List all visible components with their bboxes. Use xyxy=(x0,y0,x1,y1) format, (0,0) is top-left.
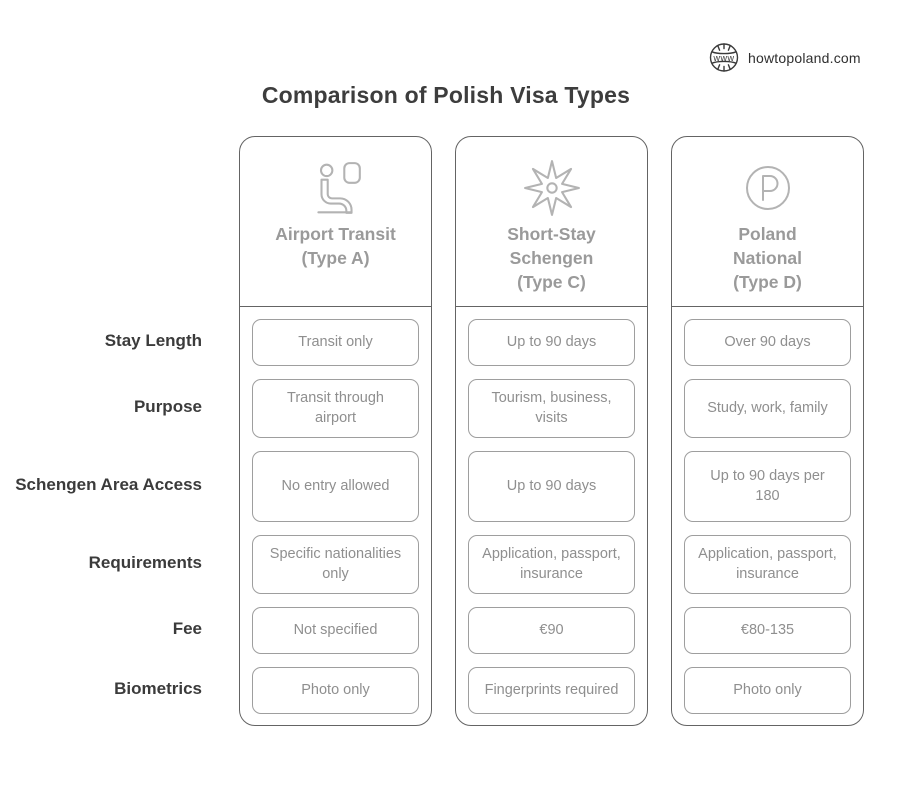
column-title-line: Poland xyxy=(738,224,797,244)
site-logo: www howtopoland.com xyxy=(708,41,861,74)
visa-card-type-d: Poland National (Type D) Over 90 days St… xyxy=(671,136,864,726)
row-label-schengen-area-access: Schengen Area Access xyxy=(15,475,202,495)
row-label-stay-length: Stay Length xyxy=(104,331,202,351)
card-divider xyxy=(240,306,431,307)
page-title: Comparison of Polish Visa Types xyxy=(261,82,631,108)
row-label-requirements: Requirements xyxy=(88,553,202,573)
visa-card-type-a: Airport Transit (Type A) Transit only Tr… xyxy=(239,136,432,726)
cell-type-a-requirements: Specific nationalities only xyxy=(252,535,419,594)
schengen-star-icon xyxy=(456,159,647,217)
cell-type-d-purpose: Study, work, family xyxy=(684,379,851,438)
column-title-line: (Type D) xyxy=(733,272,802,292)
cell-type-a-schengen-access: No entry allowed xyxy=(252,451,419,522)
card-header-type-c: Short-Stay Schengen (Type C) xyxy=(456,137,647,306)
svg-text:www: www xyxy=(713,53,735,63)
column-title-type-d: Poland National (Type D) xyxy=(678,222,857,294)
column-title-type-a: Airport Transit (Type A) xyxy=(246,222,425,270)
cell-type-d-biometrics: Photo only xyxy=(684,667,851,714)
row-label-biometrics: Biometrics xyxy=(114,679,202,699)
logo-text: howtopoland.com xyxy=(748,49,861,66)
cell-type-a-purpose: Transit through airport xyxy=(252,379,419,438)
column-title-line: (Type C) xyxy=(517,272,586,292)
column-title-type-c: Short-Stay Schengen (Type C) xyxy=(462,222,641,294)
column-title-line: Airport Transit xyxy=(275,224,396,244)
card-header-type-a: Airport Transit (Type A) xyxy=(240,137,431,306)
column-title-line: Schengen xyxy=(509,248,594,268)
cell-type-a-stay-length: Transit only xyxy=(252,319,419,366)
cell-type-c-schengen-access: Up to 90 days xyxy=(468,451,635,522)
card-divider xyxy=(672,306,863,307)
cell-type-c-stay-length: Up to 90 days xyxy=(468,319,635,366)
cell-type-c-biometrics: Fingerprints required xyxy=(468,667,635,714)
column-title-line: (Type A) xyxy=(301,248,370,268)
poland-p-circle-icon xyxy=(672,163,863,213)
row-label-purpose: Purpose xyxy=(133,397,202,417)
cell-type-c-requirements: Application, passport, insurance xyxy=(468,535,635,594)
card-header-type-d: Poland National (Type D) xyxy=(672,137,863,306)
cell-type-a-fee: Not specified xyxy=(252,607,419,654)
row-label-fee: Fee xyxy=(172,619,202,639)
cell-type-d-fee: €80-135 xyxy=(684,607,851,654)
visa-card-type-c: Short-Stay Schengen (Type C) Up to 90 da… xyxy=(455,136,648,726)
airplane-seat-icon xyxy=(240,159,431,217)
cell-type-a-biometrics: Photo only xyxy=(252,667,419,714)
column-title-line: Short-Stay xyxy=(507,224,596,244)
cell-type-c-fee: €90 xyxy=(468,607,635,654)
cell-type-d-requirements: Application, passport, insurance xyxy=(684,535,851,594)
column-title-line: National xyxy=(732,248,803,268)
cell-type-c-purpose: Tourism, business, visits xyxy=(468,379,635,438)
cell-type-d-schengen-access: Up to 90 days per 180 xyxy=(684,451,851,522)
card-divider xyxy=(456,306,647,307)
globe-www-icon: www xyxy=(708,41,740,74)
cell-type-d-stay-length: Over 90 days xyxy=(684,319,851,366)
